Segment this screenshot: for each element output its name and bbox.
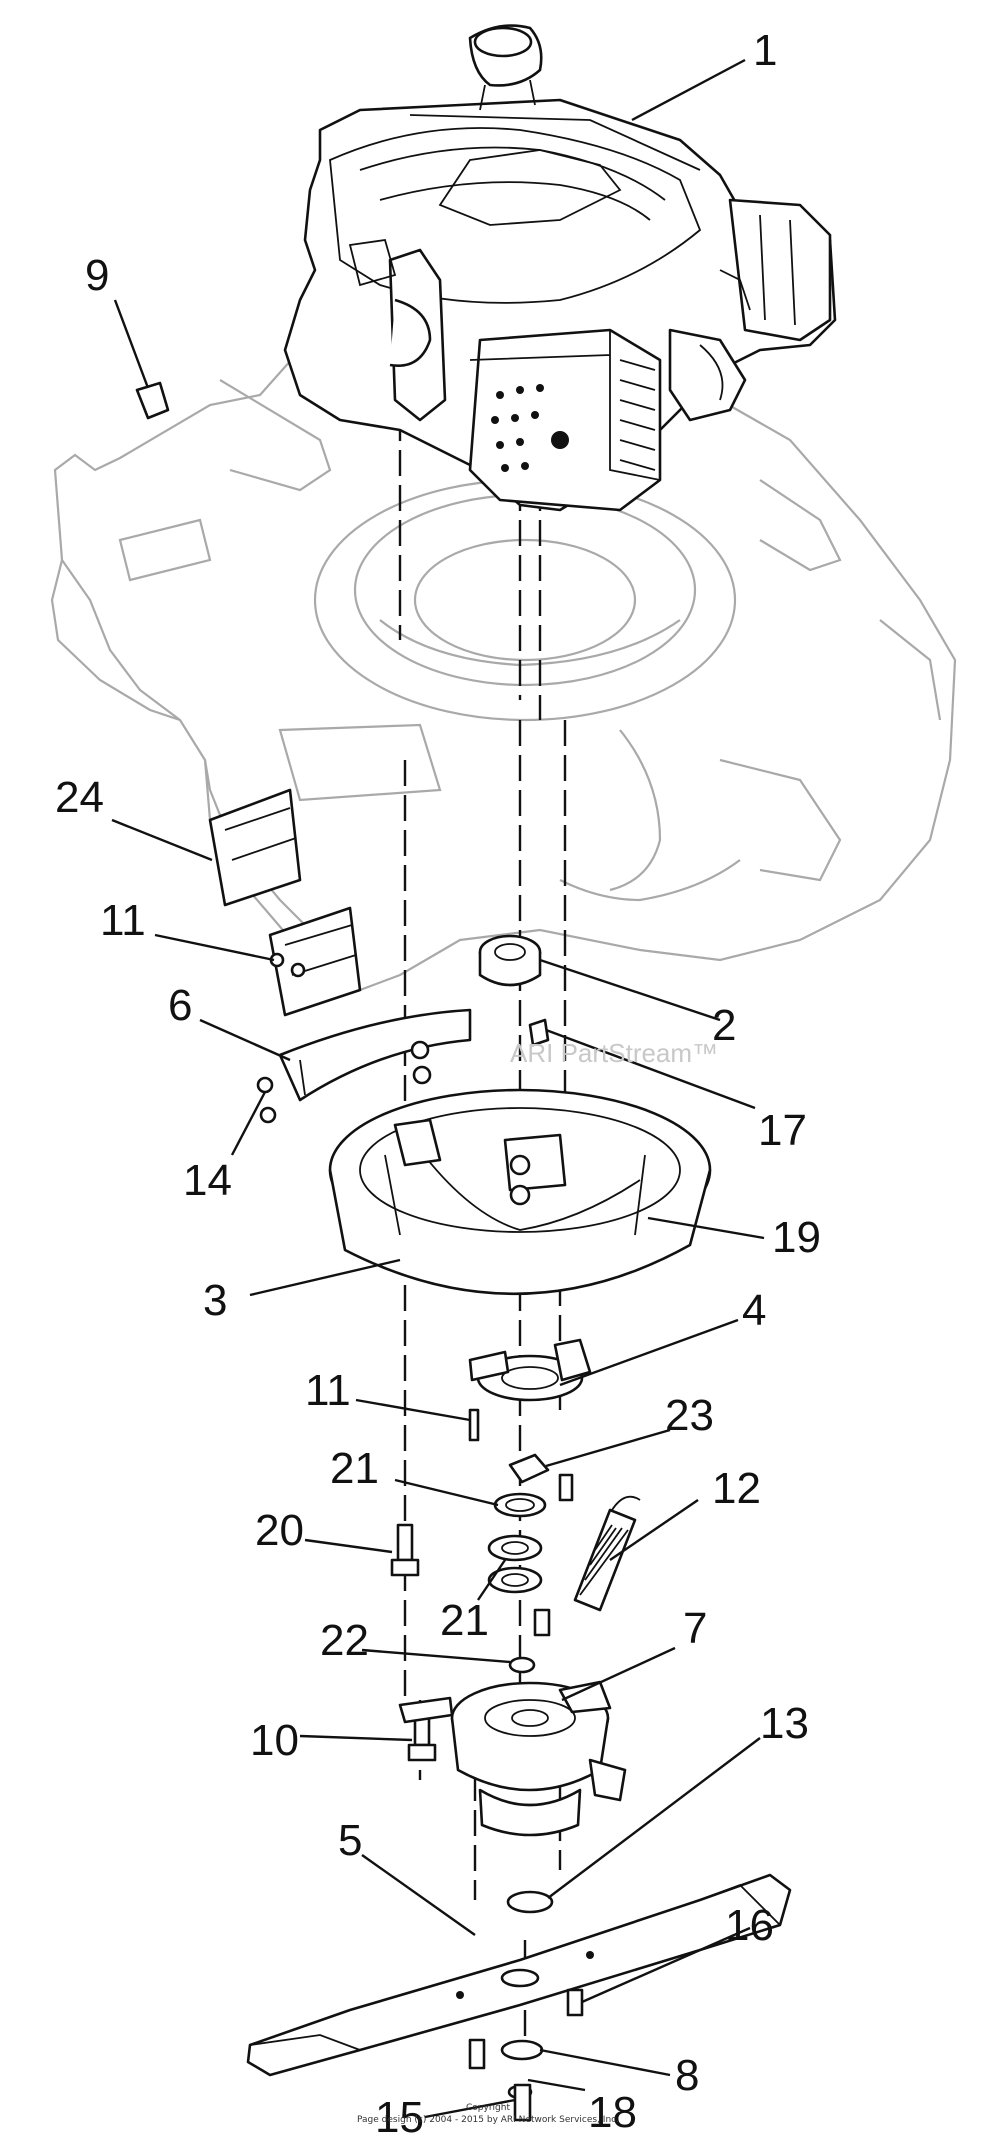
callout-23: 23 [665, 1391, 714, 1440]
callout-21-upper: 21 [330, 1444, 379, 1493]
callout-7: 7 [683, 1604, 707, 1653]
callout-numbers: 1 9 24 11 6 14 2 17 19 3 4 11 23 21 12 2… [55, 26, 821, 2137]
callout-1: 1 [753, 26, 777, 75]
part-4-clutch-bracket [468, 1338, 592, 1402]
part-17-key [528, 1018, 550, 1047]
part-24-mulch-brackets [208, 788, 362, 1017]
engine [283, 24, 837, 512]
part-12-spring [573, 1495, 641, 1612]
part-23-washer [508, 1453, 550, 1484]
mower-deck [50, 326, 957, 992]
callout-11-lower: 11 [305, 1366, 351, 1415]
copyright-line-2: Page design (c) 2004 - 2015 by ARI Netwo… [357, 2115, 619, 2125]
callout-8: 8 [675, 2051, 699, 2100]
part-16-bolt [566, 1988, 584, 2017]
leader-lines [111, 58, 765, 2119]
part-20-bolt [390, 1523, 420, 1577]
callout-12: 12 [712, 1464, 761, 1513]
callout-19: 19 [772, 1213, 821, 1262]
callout-17: 17 [758, 1106, 807, 1155]
part-9-clip [135, 381, 170, 420]
part-11-screw-lower [468, 1408, 480, 1442]
callout-21-lower: 21 [440, 1596, 489, 1645]
callout-14: 14 [183, 1156, 232, 1205]
part-21-spacers [487, 1534, 543, 1594]
part-3-blade-housing [328, 1040, 712, 1296]
callout-22: 22 [320, 1616, 369, 1665]
callout-20: 20 [255, 1506, 304, 1555]
part-13-washer [506, 1890, 554, 1914]
callout-9: 9 [85, 251, 109, 300]
part-2-bushing [478, 934, 542, 987]
callout-6: 6 [168, 981, 192, 1030]
callout-4: 4 [742, 1286, 766, 1335]
callout-11-upper: 11 [100, 896, 146, 945]
part-22-nut [508, 1656, 536, 1674]
callout-16: 16 [725, 1901, 774, 1950]
callout-2: 2 [712, 1001, 736, 1050]
callout-24: 24 [55, 773, 104, 822]
part-7-clutch [398, 1680, 627, 1837]
part-5-blade [246, 1873, 792, 2077]
bolt-middle [533, 1608, 551, 1637]
part-15-blade-bolt [513, 2083, 532, 2122]
part-8-washer [500, 2039, 544, 2061]
callout-18: 18 [588, 2088, 637, 2137]
copyright-line-1: Copyright [466, 2103, 510, 2113]
callout-13: 13 [760, 1699, 809, 1748]
part-6-baffle [278, 1008, 472, 1102]
bolt-blade-left [468, 2038, 486, 2070]
callout-5: 5 [338, 1816, 362, 1865]
callout-15: 15 [375, 2093, 424, 2137]
callout-10: 10 [250, 1716, 299, 1765]
part-21-retaining-ring [493, 1492, 547, 1518]
watermark-text: ARI PartStream™ [510, 1038, 718, 1068]
callout-3: 3 [203, 1276, 227, 1325]
muffler-vents [491, 384, 569, 472]
bolt-upper [558, 1473, 574, 1502]
